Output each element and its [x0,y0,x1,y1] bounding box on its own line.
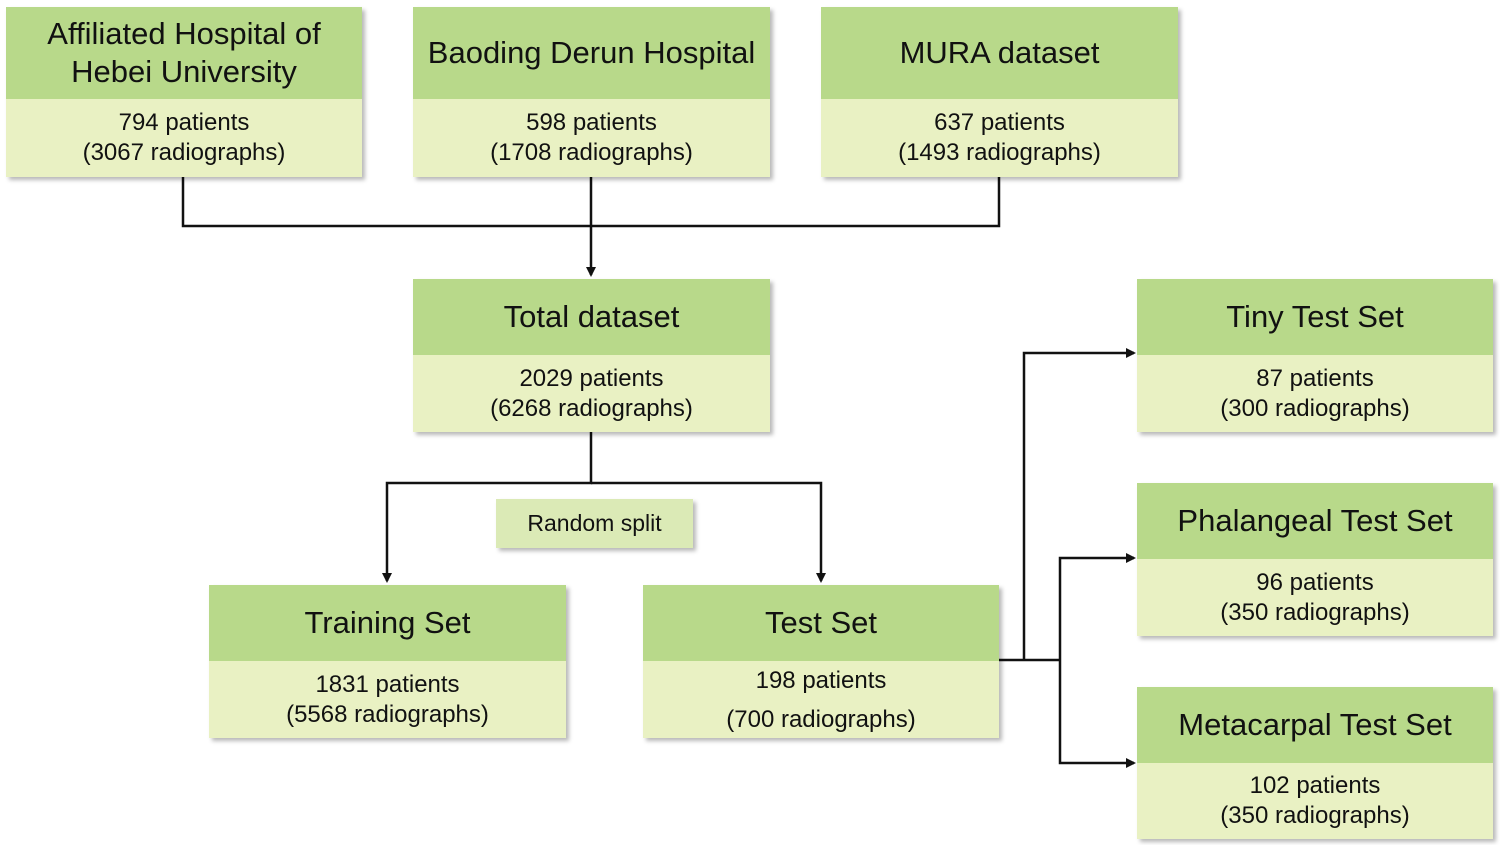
arrow-to-tiny-test-set [1022,348,1136,660]
radiographs-count: (300 radiographs) [1220,394,1410,422]
radiographs-count: (700 radiographs) [726,705,916,733]
node-total-dataset: Total dataset 2029 patients (6268 radiog… [413,279,770,432]
node-title: Baoding Derun Hospital [413,7,770,99]
node-training-set: Training Set 1831 patients (5568 radiogr… [209,585,566,738]
node-title: MURA dataset [821,7,1178,99]
node-test-set: Test Set 198 patients (700 radiographs) [643,585,999,738]
node-counts: 2029 patients (6268 radiographs) [413,355,770,432]
node-baoding-derun-hospital: Baoding Derun Hospital 598 patients (170… [413,7,770,177]
patients-count: 598 patients [526,109,657,136]
node-title: Affiliated Hospital of Hebei University [6,7,362,99]
radiographs-count: (1708 radiographs) [490,139,693,166]
node-title: Phalangeal Test Set [1137,483,1493,559]
patients-count: 637 patients [934,109,1065,136]
node-counts: 102 patients (350 radiographs) [1137,763,1493,839]
patients-count: 794 patients [118,109,250,136]
node-title: Metacarpal Test Set [1137,687,1493,763]
patients-count: 198 patients [755,666,887,694]
arrow-to-metacarpal-test-set [1058,660,1136,768]
node-title: Training Set [209,585,566,661]
arrow-to-test-set [591,481,826,583]
node-counts: 598 patients (1708 radiographs) [413,99,770,177]
patients-count: 102 patients [1249,772,1381,799]
node-counts: 1831 patients (5568 radiographs) [209,661,566,738]
node-tiny-test-set: Tiny Test Set 87 patients (300 radiograp… [1137,279,1493,432]
patients-count: 2029 patients [519,364,664,392]
node-metacarpal-test-set: Metacarpal Test Set 102 patients (350 ra… [1137,687,1493,839]
radiographs-count: (6268 radiographs) [490,394,693,422]
node-title: Total dataset [413,279,770,355]
random-split-label: Random split [496,499,693,548]
patients-count: 1831 patients [315,670,460,698]
patients-count: 96 patients [1256,568,1374,596]
radiographs-count: (350 radiographs) [1220,802,1410,829]
node-counts: 87 patients (300 radiographs) [1137,355,1493,432]
node-counts: 637 patients (1493 radiographs) [821,99,1178,177]
node-affiliated-hospital-hebei: Affiliated Hospital of Hebei University … [6,7,362,177]
node-title: Test Set [643,585,999,661]
radiographs-count: (350 radiographs) [1220,598,1410,626]
node-counts: 198 patients (700 radiographs) [643,661,999,738]
radiographs-count: (5568 radiographs) [286,700,489,728]
radiographs-count: (3067 radiographs) [82,139,286,166]
radiographs-count: (1493 radiographs) [898,139,1101,166]
patients-count: 87 patients [1256,364,1374,392]
arrow-to-training-set [382,432,593,583]
node-phalangeal-test-set: Phalangeal Test Set 96 patients (350 rad… [1137,483,1493,636]
arrow-to-phalangeal-test-set [1058,553,1136,660]
node-mura-dataset: MURA dataset 637 patients (1493 radiogra… [821,7,1178,177]
node-counts: 96 patients (350 radiographs) [1137,559,1493,636]
node-title: Tiny Test Set [1137,279,1493,355]
node-counts: 794 patients (3067 radiographs) [6,99,362,177]
